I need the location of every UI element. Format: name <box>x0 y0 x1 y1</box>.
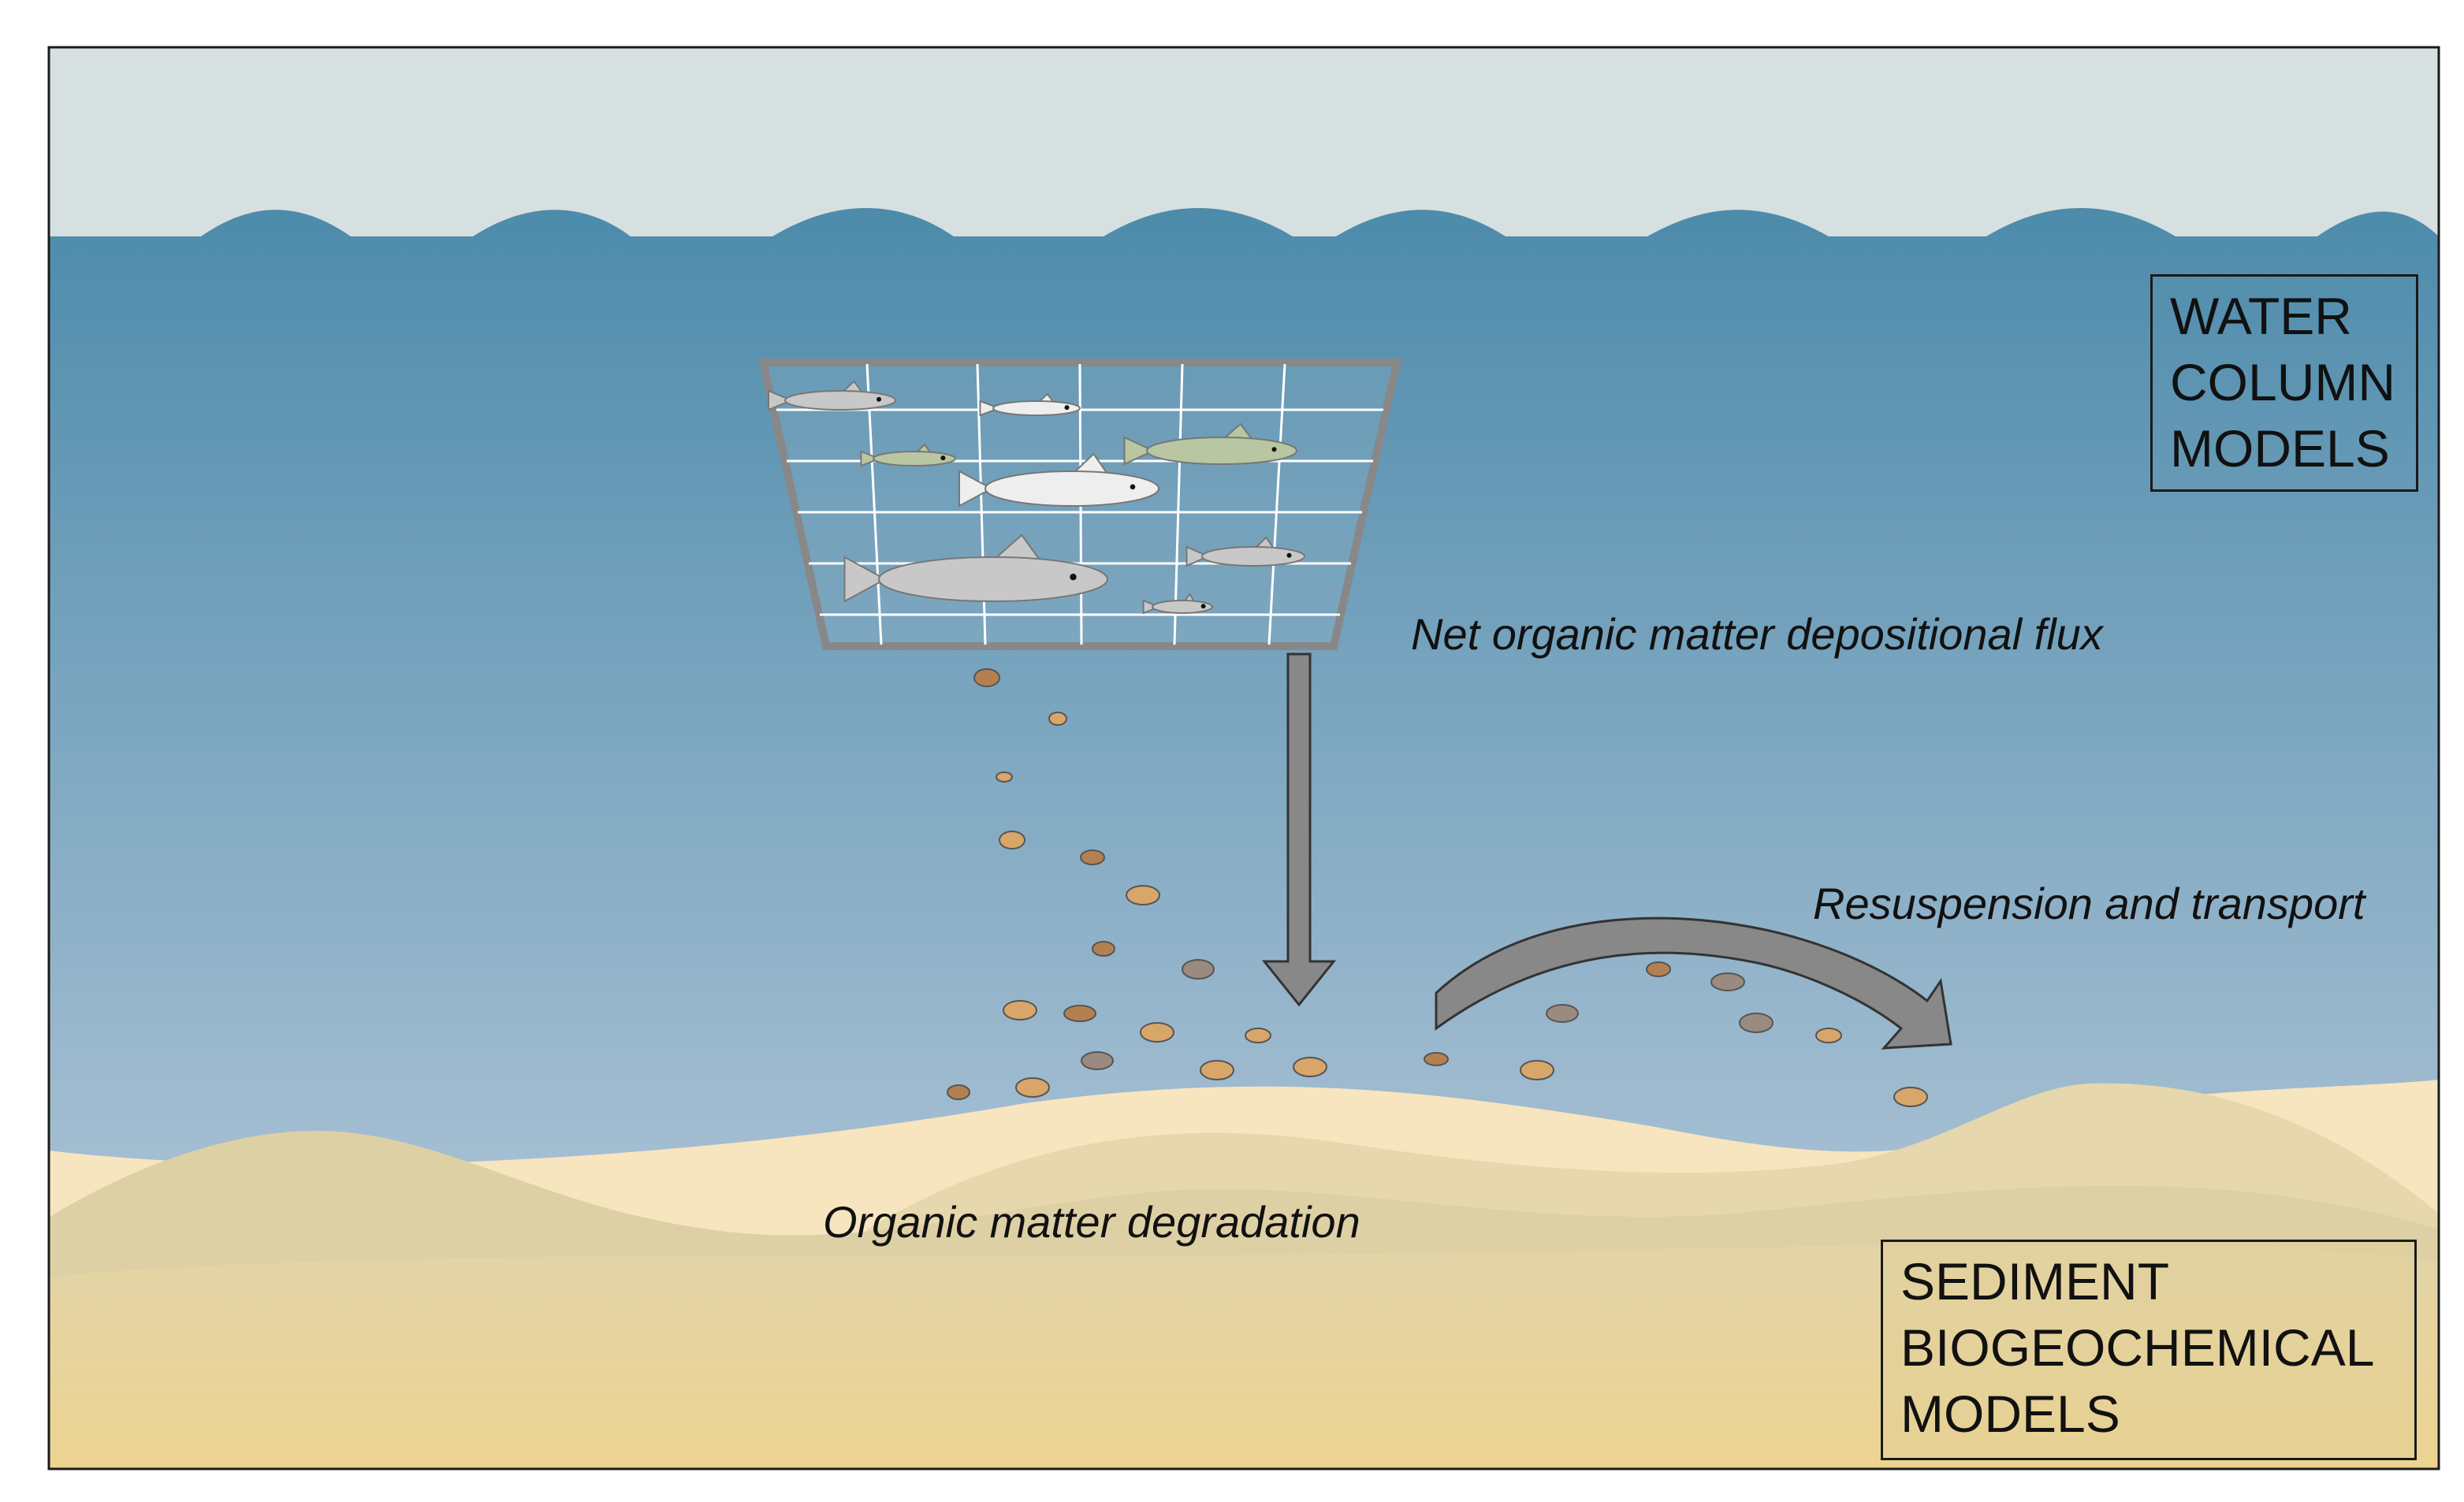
particle-icon <box>1063 1005 1096 1022</box>
fish-icon <box>843 534 1108 603</box>
fish-icon <box>979 392 1081 417</box>
water-column-line-3: MODELS <box>2170 419 2390 478</box>
particle-icon <box>1140 1022 1174 1043</box>
particle-icon <box>999 831 1025 850</box>
particle-icon <box>1646 961 1671 977</box>
sediment-line-1: SEDIMENT <box>1900 1252 2170 1311</box>
degradation-label: Organic matter degradation <box>823 1197 1360 1247</box>
particle-icon <box>1092 941 1115 957</box>
sediment-line-2: BIOGEOCHEMICAL <box>1900 1318 2375 1377</box>
particle-icon <box>1710 972 1745 991</box>
fish-icon <box>1142 593 1213 615</box>
particle-icon <box>1015 1077 1050 1098</box>
particle-icon <box>1893 1087 1928 1107</box>
water-column-line-1: WATER <box>2170 287 2352 345</box>
particle-icon <box>1003 1000 1037 1021</box>
arrow-down-icon <box>1261 652 1337 1007</box>
particle-icon <box>1080 850 1105 865</box>
particle-icon <box>947 1084 970 1100</box>
diagram-frame <box>47 46 2440 1470</box>
net-flux-label: Net organic matter depositional flux <box>1411 609 2103 659</box>
particle-icon <box>1815 1028 1842 1043</box>
fish-icon <box>1185 536 1305 567</box>
fish-icon <box>958 452 1159 507</box>
sediment-models-box: SEDIMENT BIOGEOCHEMICAL MODELS <box>1881 1240 2417 1460</box>
water-body <box>49 208 2439 1261</box>
particle-icon <box>1126 885 1160 905</box>
particle-icon <box>973 668 1000 687</box>
water-column-line-2: COLUMN <box>2170 353 2396 411</box>
curved-arrow-icon <box>1435 916 1952 1050</box>
particle-icon <box>1546 1004 1579 1023</box>
sediment-line-3: MODELS <box>1900 1385 2120 1443</box>
particle-icon <box>1424 1052 1449 1066</box>
particle-icon <box>1182 959 1215 980</box>
particle-icon <box>1293 1057 1327 1077</box>
fish-icon <box>768 380 896 411</box>
resuspension-label: Resuspension and transport <box>1813 879 2365 928</box>
particle-icon <box>1081 1051 1114 1070</box>
fish-icon <box>1123 422 1297 466</box>
sediment-base <box>49 1243 2439 1469</box>
particle-icon <box>1200 1060 1234 1080</box>
fish-icon <box>860 443 956 467</box>
water-column-models-box: WATER COLUMN MODELS <box>2150 274 2418 492</box>
particle-icon <box>1520 1060 1554 1080</box>
particle-icon <box>996 771 1013 783</box>
particle-icon <box>1245 1028 1271 1043</box>
particle-icon <box>1739 1013 1774 1033</box>
particle-icon <box>1048 712 1067 726</box>
